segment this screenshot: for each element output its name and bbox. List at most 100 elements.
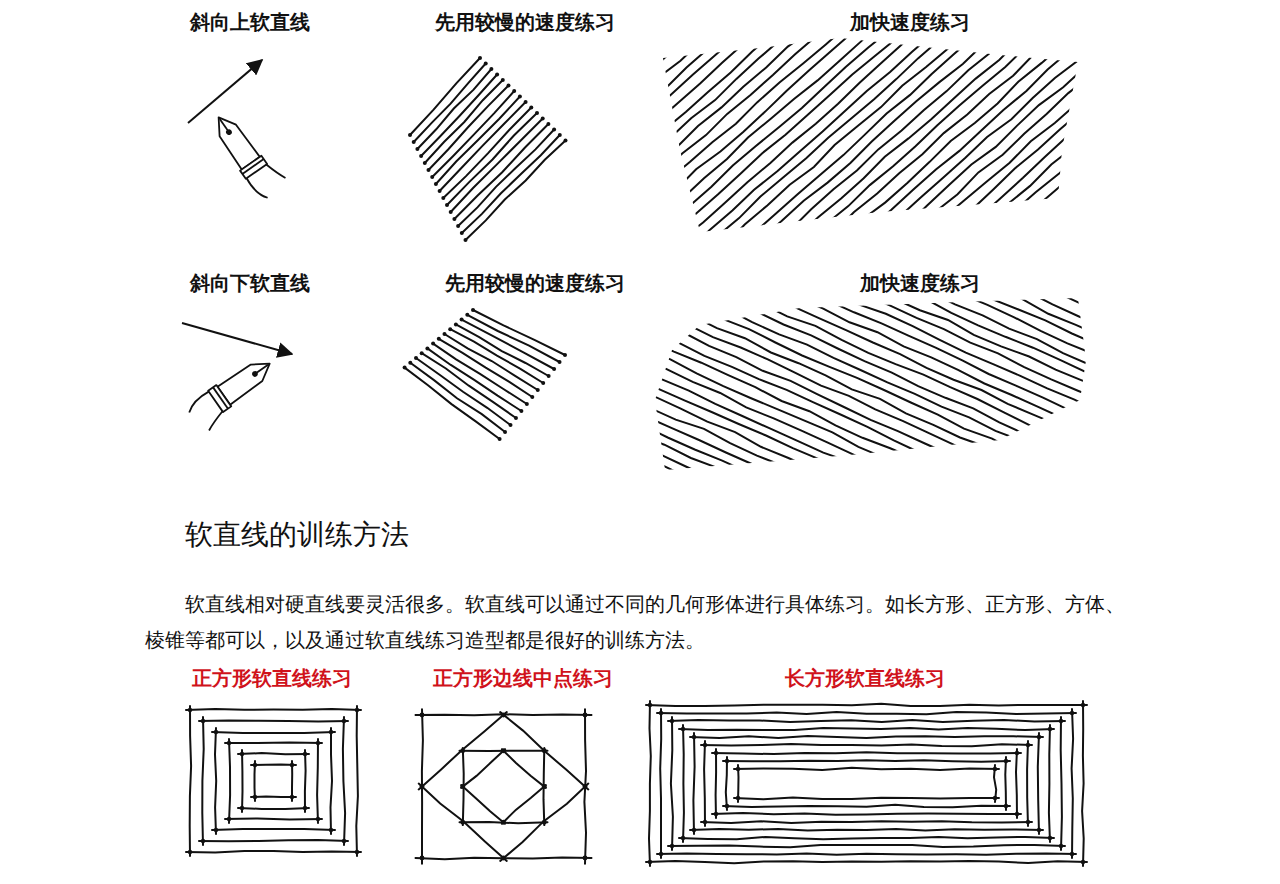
soft-line [431,242,1268,619]
soft-line [458,130,554,227]
soft-line [675,0,1280,553]
soft-line [668,0,1280,546]
soft-line [472,151,1280,528]
corner-dot [227,741,231,745]
soft-line [679,837,1054,839]
corner-dot [460,748,465,753]
end-dot [509,423,513,427]
hatching-fast-up [377,0,1280,616]
end-dot [425,346,429,350]
soft-line [439,224,1276,601]
end-dot [514,416,518,420]
soft-line [480,133,1280,510]
corner-dot [681,836,685,840]
body-paragraph: 软直线相对硬直线要灵活很多。软直线可以通过不同的几何形体进行具体练习。如长方形、… [145,586,1135,658]
end-dot [503,430,507,434]
soft-line [701,744,1032,746]
soft-line [1038,733,1039,834]
end-dot [441,196,445,200]
corner-dot [542,748,547,753]
end-dot [454,322,458,326]
end-dot [530,395,534,399]
soft-line [689,15,1280,569]
soft-line [660,709,661,858]
end-dot [434,182,438,186]
soft-line [414,64,486,143]
soft-line [585,0,1215,451]
soft-line [730,62,1280,616]
end-dot [495,73,499,77]
soft-line [443,215,1280,592]
soft-line [199,720,348,721]
corner-dot [659,852,663,856]
soft-line [723,54,1280,608]
corner-dot [460,784,465,789]
soft-line [186,851,361,853]
soft-line [690,829,1043,831]
soft-line [461,749,505,788]
corner-dot [501,713,506,718]
soft-line [709,38,1280,592]
soft-line [398,0,1028,238]
corner-dot [1026,743,1030,747]
corner-dot [253,763,257,767]
end-dot [563,353,567,357]
end-dot [443,332,447,336]
soft-line [447,206,1280,583]
end-dot [423,161,427,165]
soft-line [391,0,1021,230]
soft-line [405,368,500,439]
soft-line [238,753,309,754]
corner-dot [316,741,320,745]
end-dot [546,122,550,126]
end-dot [518,95,522,99]
soft-line [509,69,1280,446]
end-dot [536,388,540,392]
soft-line [422,353,516,418]
soft-line [693,733,694,834]
corner-dot [420,784,425,789]
end-dot [552,128,556,132]
corner-dot [460,820,465,825]
soft-line [432,91,514,177]
soft-line [661,0,1280,538]
exercise-caption: 长方形软直线练习 [785,665,945,692]
soft-line [671,717,673,850]
corner-dot [583,856,588,861]
soft-line [331,728,333,834]
exercise-heading: 斜向下软直线 [190,270,310,297]
corner-dot [703,743,707,747]
soft-line [468,160,1280,537]
soft-line [1072,709,1074,858]
exercise-heading: 斜向上软直线 [190,9,310,36]
soft-line [723,805,1010,807]
corner-dot [1026,820,1030,824]
soft-line [1004,757,1007,810]
end-dot [419,154,423,158]
soft-line [578,0,1208,443]
corner-dot [736,767,740,771]
soft-line [550,0,1180,412]
soft-line [427,348,521,411]
corner-dot [725,759,729,763]
soft-line [225,818,322,819]
corner-dot [692,828,696,832]
soft-line [202,717,203,845]
soft-line [435,233,1272,610]
corner-dot [648,703,652,707]
end-dot [452,217,456,221]
soft-line [703,741,706,826]
end-dot [471,308,475,312]
soft-line [186,709,361,710]
end-dot [431,342,435,346]
end-dot [427,168,431,172]
soft-line [238,808,309,809]
soft-line [1016,749,1017,818]
soft-line [402,306,1239,683]
soft-line [726,757,727,810]
soft-line [668,720,1065,722]
corner-dot [1081,860,1085,864]
soft-line [446,0,1076,293]
soft-line [517,51,1280,428]
soft-line [712,752,1021,754]
